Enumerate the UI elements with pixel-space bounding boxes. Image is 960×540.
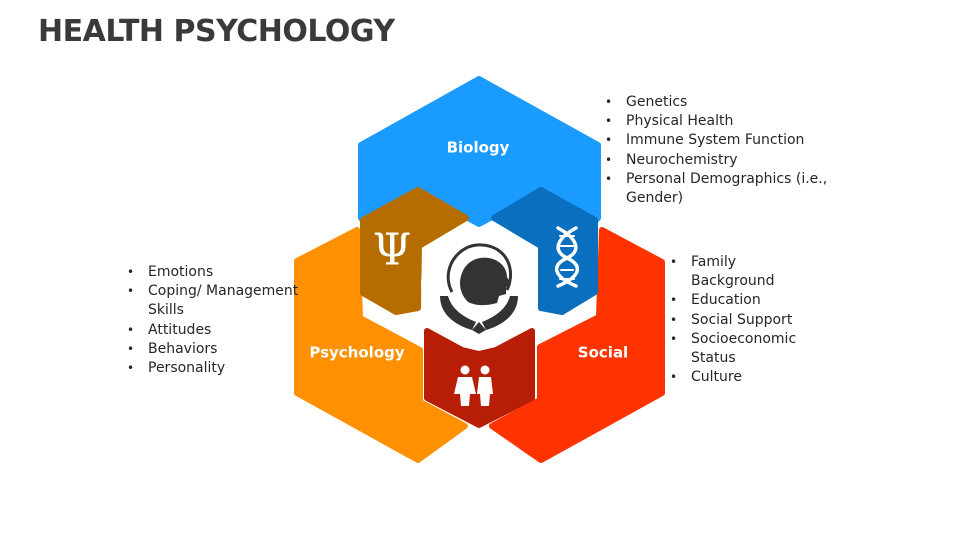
- list-item: Education: [667, 291, 817, 310]
- social-factors-list: Family Background Education Social Suppo…: [667, 253, 817, 388]
- list-item: Family Background: [667, 253, 817, 291]
- list-item: Coping/ Management Skills: [124, 282, 304, 320]
- biology-label: Biology: [447, 139, 510, 157]
- psychology-factors-list: Emotions Coping/ Management Skills Attit…: [124, 263, 304, 378]
- list-item: Behaviors: [124, 340, 304, 359]
- list-item: Neurochemistry: [602, 151, 852, 170]
- list-item: Social Support: [667, 311, 817, 330]
- dna-icon: [555, 226, 579, 288]
- list-item: Personal Demographics (i.e., Gender): [602, 170, 852, 208]
- people-icon: [454, 365, 493, 406]
- list-item: Emotions: [124, 263, 304, 282]
- list-item: Immune System Function: [602, 131, 852, 150]
- list-item: Personality: [124, 359, 304, 378]
- social-label: Social: [578, 344, 628, 362]
- list-item: Physical Health: [602, 112, 852, 131]
- psychology-label: Psychology: [309, 344, 404, 362]
- psi-icon: Ψ: [373, 225, 412, 276]
- head-in-hands-icon: [440, 243, 518, 334]
- list-item: Genetics: [602, 93, 852, 112]
- social-segment[interactable]: [489, 227, 665, 463]
- biology-factors-list: Genetics Physical Health Immune System F…: [602, 93, 852, 208]
- list-item: Socioeconomic Status: [667, 330, 817, 368]
- list-item: Culture: [667, 368, 817, 387]
- page-title: HEALTH PSYCHOLOGY: [38, 14, 395, 49]
- list-item: Attitudes: [124, 321, 304, 340]
- psychology-inner-segment: [360, 187, 469, 315]
